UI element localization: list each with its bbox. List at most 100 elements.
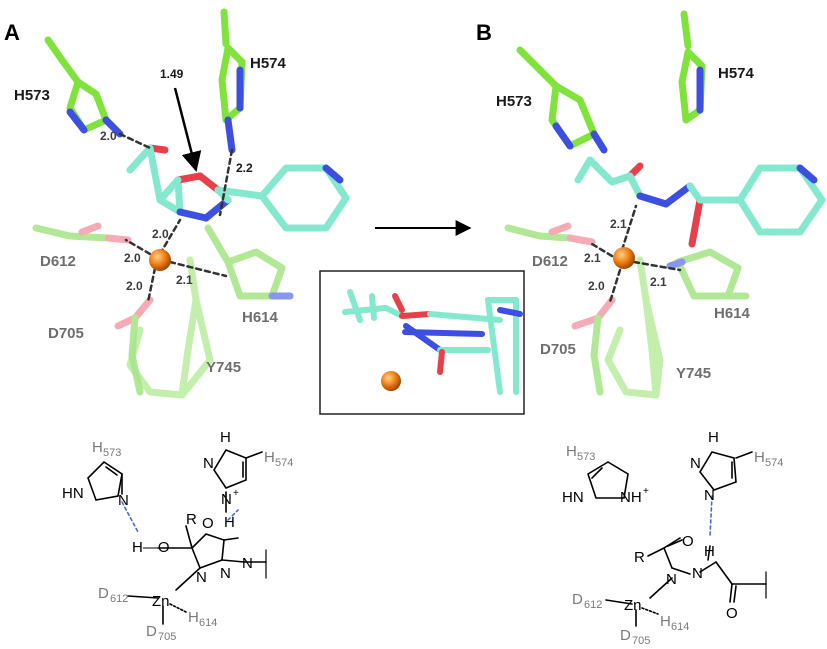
a-label-h574: H574 [250, 55, 287, 72]
scheme-a-h574-number: 574 [275, 457, 293, 469]
b-label-h614: H614 [714, 305, 751, 322]
panel-a-structure [32, 8, 350, 399]
zinc-ion-b [613, 247, 635, 269]
a-label-d612: D612 [40, 253, 76, 270]
d705-residue-b [571, 296, 616, 396]
h573-residue [44, 36, 124, 138]
zinc-ion-inset [381, 371, 401, 391]
scheme-b-h573-number: 573 [577, 451, 595, 463]
panel-label-b: B [476, 20, 492, 45]
scheme-b-n1: N [666, 571, 677, 588]
scheme-a-nplus-ring2: N [221, 491, 232, 508]
a-label-y745: Y745 [206, 359, 241, 376]
panel-b-structure [504, 10, 826, 399]
scheme-b-h-ring2: H [708, 429, 719, 446]
scheme-a-h-ring2: H [220, 429, 231, 446]
scheme-b-d612-letter: D [572, 591, 583, 608]
scheme-b-o-carbonyl: O [682, 533, 694, 550]
b-dist-zn-h614: 2.1 [650, 275, 667, 289]
a-label-d705: D705 [48, 325, 84, 342]
h614-residue [204, 224, 294, 300]
scheme-a-d705-letter: D [146, 623, 157, 640]
scheme-a-h573-letter: H [92, 439, 103, 456]
scheme-b-d705-letter: D [620, 627, 631, 644]
scheme-a-n2: N [220, 565, 231, 582]
scheme-a-plus: + [233, 488, 239, 499]
scheme-b-r: R [634, 549, 645, 566]
scheme-b-n-ring2b: N [704, 487, 715, 504]
scheme-b-h574-letter: H [754, 449, 765, 466]
scheme-a-h-bond: H [224, 514, 235, 531]
scheme-a-r: R [186, 511, 197, 528]
scheme-b-d705-number: 705 [632, 635, 650, 647]
scheme-a-h614-letter: H [188, 609, 199, 626]
b-label-d705: D705 [540, 341, 576, 358]
scheme-b-zn: Zn [624, 597, 642, 614]
scheme-a-h573-number: 573 [103, 447, 121, 459]
d705-residue [114, 296, 154, 396]
bond-pointer-arrow [173, 87, 202, 172]
h573-residue-b [516, 46, 608, 154]
scheme-b-n2: N [692, 565, 703, 582]
scheme-b-h573-letter: H [566, 443, 577, 460]
a-dist-zn-d705: 2.0 [126, 279, 143, 293]
b-dist-zn-d705: 2.0 [588, 279, 605, 293]
a-label-h573: H573 [14, 87, 50, 104]
scheme-a [87, 449, 267, 625]
b-label-y745: Y745 [676, 365, 711, 382]
inset-box [319, 270, 525, 415]
b-label-d612: D612 [532, 253, 568, 270]
scheme-a-h574-letter: H [264, 449, 275, 466]
a-dist-zn-n: 2.0 [152, 227, 169, 241]
b-dist-zn-d612: 2.1 [584, 251, 601, 265]
b-dist-zn-n: 2.1 [610, 217, 627, 231]
scheme-a-d705-number: 705 [158, 631, 176, 643]
scheme-a-n-ring1: N [118, 492, 129, 509]
scheme-a-d612-number: 612 [110, 593, 128, 605]
a-dist-zn-d612: 2.0 [124, 251, 141, 265]
scheme-a-d612-letter: D [98, 585, 109, 602]
hbonds-a [118, 132, 234, 304]
hbonds-b [590, 204, 682, 304]
scheme-b [587, 451, 767, 627]
scheme-b-plus: + [643, 486, 649, 497]
scheme-b-d612-number: 612 [584, 599, 602, 611]
scheme-b-n-ring2: N [690, 455, 701, 472]
scheme-a-zn: Zn [152, 593, 170, 610]
scheme-b-text: H 573 H 574 HN NH + H N N H R O N N O Zn… [562, 429, 783, 647]
bond-length-label: 1.49 [160, 67, 184, 81]
scheme-a-n-ring2: N [203, 455, 214, 472]
h574-residue-b [678, 10, 706, 124]
d612-residue [32, 222, 132, 244]
d612-residue-b [504, 222, 596, 246]
a-dist-h573: 2.0 [100, 129, 117, 143]
scheme-a-h614-number: 614 [199, 617, 217, 629]
scheme-a-n3: N [242, 555, 253, 572]
scheme-b-h614-letter: H [660, 613, 671, 630]
scheme-b-nhplus-ring1: NH [620, 489, 642, 506]
ligand-b [574, 156, 826, 248]
a-label-h614: H614 [242, 309, 279, 326]
scheme-b-h574-number: 574 [765, 457, 783, 469]
panel-label-a: A [4, 20, 20, 45]
b-label-h574: H574 [718, 65, 755, 82]
ligand-a [126, 144, 350, 232]
a-dist-h574: 2.2 [236, 161, 253, 175]
scheme-a-text: H 573 H 574 HN N H N N + H R H—O O N N N… [62, 429, 293, 643]
scheme-b-hn-ring1: HN [562, 489, 584, 506]
scheme-a-n1: N [196, 569, 207, 586]
a-dist-zn-h614: 2.1 [176, 273, 193, 287]
scheme-b-o-carbonyl2: O [726, 605, 738, 622]
h574-residue [218, 8, 246, 154]
scheme-a-o-ring: O [202, 515, 214, 532]
y745-residue-b [604, 256, 664, 399]
zinc-ion-a [149, 249, 171, 271]
scheme-a-hn-ring1: HN [62, 485, 84, 502]
h614-residue-b [666, 248, 750, 300]
scheme-b-h614-number: 614 [671, 621, 689, 633]
scheme-a-ho: H—O [132, 539, 170, 556]
b-label-h573: H573 [496, 93, 532, 110]
scheme-b-h-bond: H [704, 543, 715, 560]
